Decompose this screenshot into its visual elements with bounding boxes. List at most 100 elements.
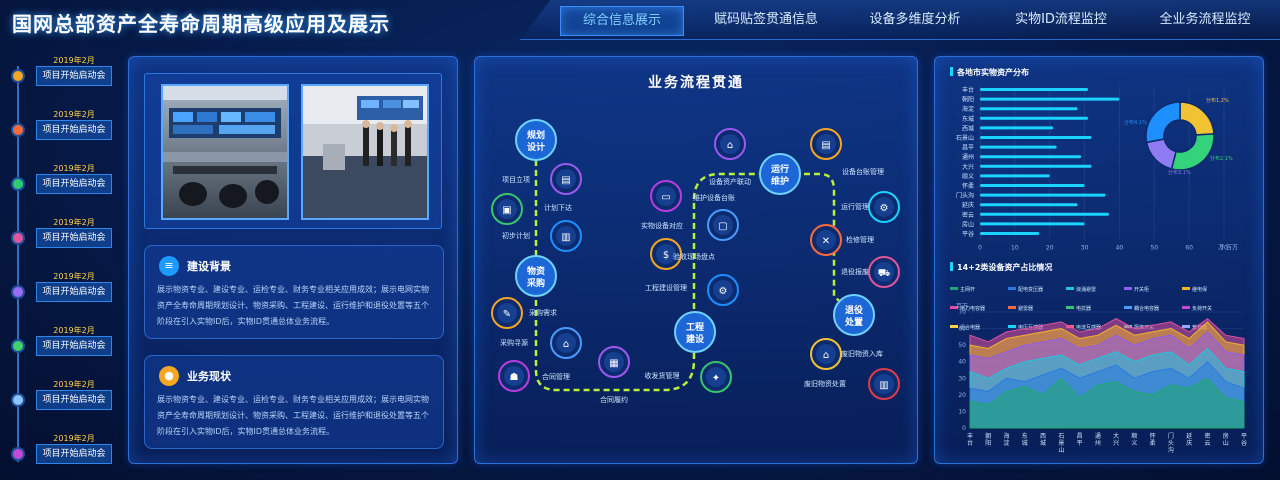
- legend-item: 负荷开关: [1182, 305, 1240, 314]
- step-icon[interactable]: ▥: [868, 368, 900, 400]
- legend-label: 继电保: [1192, 287, 1208, 293]
- background-section: ≡ 建设背景 展示物资专业、建设专业、运检专业、财务专业相关应用成效；展示电网实…: [144, 245, 444, 339]
- step-icon[interactable]: ⚙: [707, 274, 739, 306]
- stage-label: 退役: [845, 304, 864, 316]
- y-tick-label: 平谷: [962, 230, 974, 238]
- bar: [980, 222, 1085, 226]
- timeline-item[interactable]: 项目开始启动会: [36, 282, 112, 302]
- x-tick-label: 0: [978, 245, 982, 252]
- timeline-item[interactable]: 项目开始启动会: [36, 66, 112, 86]
- tab-device-analysis[interactable]: 设备多维度分析: [869, 12, 961, 27]
- step-icon[interactable]: ⌂: [714, 128, 746, 160]
- timeline-dot: [11, 339, 25, 353]
- timeline-item[interactable]: 项目开始启动会: [36, 336, 112, 356]
- background-text: 展示物资专业、建设专业、运检专业、财务专业相关应用成效；展示电网实物资产全寿命周…: [157, 285, 429, 326]
- step-glyph: ▦: [609, 358, 618, 369]
- stage-node[interactable]: 运行维护: [759, 153, 801, 195]
- step-glyph: ✎: [503, 309, 511, 320]
- step-glyph: ⛟: [878, 268, 891, 279]
- legend-swatch: [1182, 325, 1190, 328]
- stage-label: 设计: [527, 141, 545, 153]
- x-tick-label: 10: [1011, 245, 1019, 252]
- step-label: 验收现场盘点: [673, 252, 715, 261]
- bar: [980, 145, 1057, 149]
- legend-label: 电力电容器: [960, 306, 986, 312]
- y-tick-label: 50: [958, 342, 966, 349]
- legend-item: 主网杆: [950, 286, 1008, 295]
- legend-label: 配电变压器: [1018, 287, 1044, 293]
- step-glyph: ▭: [661, 192, 670, 203]
- legend-swatch: [950, 325, 958, 328]
- step-icon[interactable]: ▤: [810, 128, 842, 160]
- tab-overview[interactable]: 综合信息展示: [560, 6, 684, 36]
- visitors-photo: [301, 84, 429, 220]
- timeline-item[interactable]: 项目开始启动会: [36, 228, 112, 248]
- step-icon[interactable]: ▭: [650, 180, 682, 212]
- step-label: 初步计划: [502, 231, 530, 240]
- step-icon[interactable]: ⌂: [550, 327, 582, 359]
- user-icon: ●: [159, 366, 179, 386]
- step-icon[interactable]: ▥: [550, 220, 582, 252]
- legend-swatch: [1008, 325, 1016, 328]
- pie-label: 分布3.1%: [1168, 169, 1191, 176]
- step-label: 退役报废: [841, 267, 869, 276]
- step-glyph: ⌂: [823, 350, 829, 361]
- step-icon[interactable]: ⚙: [868, 191, 900, 223]
- step-icon[interactable]: ▢: [707, 209, 739, 241]
- step-icon[interactable]: ⌂: [810, 338, 842, 370]
- pie-slice: [1170, 133, 1215, 171]
- legend-label: 开关柜: [1134, 287, 1150, 293]
- timeline-item[interactable]: 项目开始启动会: [36, 174, 112, 194]
- step-glyph: ▣: [502, 205, 511, 216]
- stage-node[interactable]: 工程建设: [674, 311, 716, 353]
- step-label: 收发货管理: [645, 371, 680, 380]
- x-tick-label: 60: [1185, 245, 1193, 252]
- step-icon[interactable]: ✕: [810, 224, 842, 256]
- bar: [980, 126, 1054, 130]
- step-label: 检修管理: [846, 235, 874, 244]
- stage-label: 运行: [771, 163, 789, 175]
- stage-node[interactable]: 退役处置: [833, 294, 875, 336]
- tab-business-monitor[interactable]: 全业务流程监控: [1159, 12, 1251, 27]
- step-icon[interactable]: ▤: [550, 163, 582, 195]
- timeline-date: 2019年2月: [53, 218, 95, 227]
- timeline-item[interactable]: 项目开始启动会: [36, 390, 112, 410]
- legend-swatch: [1182, 306, 1190, 309]
- step-icon[interactable]: ✎: [491, 297, 523, 329]
- step-icon[interactable]: ▣: [491, 193, 523, 225]
- step-label: 设备台账管理: [842, 167, 884, 176]
- x-tick-label: 门头沟: [1168, 432, 1174, 454]
- stage-node[interactable]: 物资采购: [515, 255, 557, 297]
- tab-coding-labels[interactable]: 赋码贴签贯通信息: [713, 12, 818, 27]
- step-icon[interactable]: ▦: [598, 346, 630, 378]
- y-tick-label: 0: [962, 425, 966, 432]
- bar: [980, 212, 1109, 216]
- legend-swatch: [1124, 287, 1132, 290]
- step-glyph: ▥: [879, 380, 888, 391]
- step-icon[interactable]: ⛟: [868, 256, 900, 288]
- stage-node[interactable]: 规划设计: [515, 119, 557, 161]
- timeline-item[interactable]: 项目开始启动会: [36, 444, 112, 464]
- step-label: 运行管理: [841, 202, 869, 211]
- step-icon[interactable]: ☗: [498, 360, 530, 392]
- bar: [980, 203, 1078, 207]
- bar: [980, 174, 1050, 178]
- legend-item: 电力电容器: [950, 305, 1008, 314]
- step-icon[interactable]: $: [650, 238, 682, 270]
- x-tick-label: 昌平: [1077, 433, 1083, 447]
- legend-swatch: [1008, 287, 1016, 290]
- x-tick-label: 大兴: [1113, 432, 1119, 447]
- timeline-dot: [11, 393, 25, 407]
- x-tick-label: 延庆: [1186, 432, 1192, 447]
- pie-slice: [1145, 138, 1177, 170]
- timeline-item[interactable]: 项目开始启动会: [36, 120, 112, 140]
- bar: [980, 164, 1092, 168]
- x-tick-label: 西城: [1040, 433, 1046, 447]
- step-label: 项目立项: [502, 175, 530, 184]
- timeline-date: 2019年2月: [53, 434, 95, 443]
- y-tick-label: 顺义: [962, 173, 974, 180]
- tab-id-monitor[interactable]: 实物ID流程监控: [1015, 12, 1107, 27]
- x-tick-label: 50: [1150, 245, 1158, 252]
- y-tick-label: 怀柔: [962, 182, 974, 190]
- step-icon[interactable]: ✦: [700, 361, 732, 393]
